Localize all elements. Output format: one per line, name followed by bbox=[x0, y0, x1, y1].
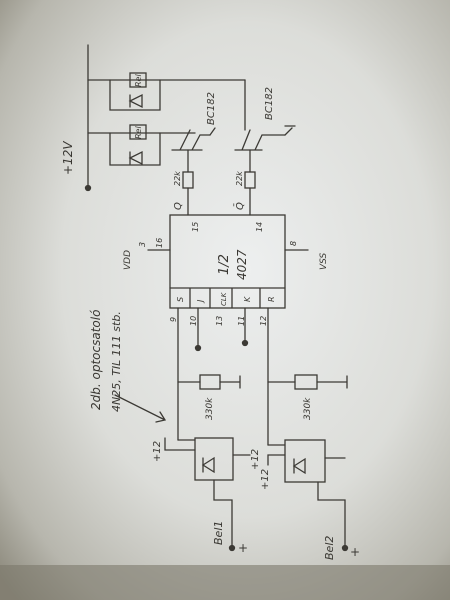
transistor1-label: BC182 bbox=[206, 92, 217, 125]
transistor2-body bbox=[234, 129, 286, 151]
pin-clk-label: CLK bbox=[220, 291, 228, 306]
transistor2-emitter-ground bbox=[284, 125, 296, 136]
optocoupler2-led bbox=[292, 457, 306, 475]
bel1-label: Bel1 bbox=[212, 521, 225, 545]
relay2-diode bbox=[128, 150, 143, 166]
pulldown1-ground bbox=[219, 375, 241, 389]
optocoupler2-body bbox=[284, 439, 326, 483]
pin-16-label: 16 bbox=[155, 238, 164, 248]
pin-12-label: 12 bbox=[259, 316, 268, 326]
ic-pin-divider bbox=[169, 287, 286, 309]
optocoupler2-wires bbox=[267, 444, 346, 546]
plus-label-b: + bbox=[350, 545, 360, 559]
pin-8-label: 8 bbox=[289, 241, 298, 246]
paper-shadow-bottom bbox=[0, 565, 450, 600]
relay1-label: Rel bbox=[134, 74, 143, 87]
pulldown2-label: 330k bbox=[303, 397, 313, 420]
pin-11-label: 11 bbox=[237, 316, 246, 326]
note-arrow bbox=[114, 394, 167, 423]
pulldown1-label: 330k bbox=[205, 397, 215, 420]
base-resistor2-label: 22k bbox=[235, 171, 244, 186]
supply-rail-terminal bbox=[84, 184, 92, 192]
bel1-terminal bbox=[228, 544, 236, 552]
vdd-label: VDD bbox=[123, 250, 133, 270]
pin-10-label: 10 bbox=[189, 316, 198, 326]
optocoupler1-wires bbox=[177, 439, 251, 546]
transistor1-body bbox=[171, 129, 211, 151]
relay2-label: Rel bbox=[134, 126, 143, 139]
ic-half-label: 1/2 bbox=[217, 254, 232, 275]
note-line1: 2db. optocsatoló bbox=[89, 310, 103, 410]
pin-13-label: 13 bbox=[215, 316, 224, 326]
transistor1-emitter bbox=[209, 127, 216, 136]
j-ground-dot bbox=[194, 344, 202, 352]
pin-9-label: 9 bbox=[169, 317, 178, 322]
optocoupler1-supply bbox=[164, 437, 196, 451]
plus12-label-a: +12 bbox=[152, 441, 163, 462]
optocoupler2-supply bbox=[267, 454, 286, 466]
bel2-terminal bbox=[341, 544, 349, 552]
relay1-diode bbox=[128, 93, 143, 109]
bel2-label: Bel2 bbox=[323, 536, 336, 560]
pin-j-label: J bbox=[196, 299, 205, 304]
k-ground-dot bbox=[241, 339, 249, 347]
relay2-coil bbox=[129, 124, 147, 140]
plus12-label-c: +12 bbox=[260, 469, 271, 490]
pin-15-label: 15 bbox=[191, 222, 200, 232]
relay2-bridge bbox=[109, 132, 161, 166]
ic-part-label: 4027 bbox=[235, 249, 249, 280]
supply-rail-label: +12V bbox=[61, 141, 75, 175]
pin-14-label: 14 bbox=[255, 222, 264, 232]
pin-q-label: Q bbox=[173, 202, 184, 210]
relay1-coil bbox=[129, 72, 147, 88]
pin-s-label: S bbox=[176, 297, 185, 302]
optocoupler1-led bbox=[201, 456, 215, 474]
pin-r-label: R bbox=[267, 296, 276, 302]
plus12-label-b: +12 bbox=[250, 449, 261, 470]
relay1-bridge bbox=[109, 79, 161, 111]
transistor2-label: BC182 bbox=[264, 87, 275, 120]
pin-qbar-label: Q̄ bbox=[233, 202, 246, 210]
pin-k-label: K bbox=[243, 296, 252, 302]
plus-label-a: + bbox=[238, 541, 248, 555]
vdd-number-label: 3 bbox=[138, 242, 147, 247]
note-line2: 4N25, TIL 111 stb. bbox=[110, 311, 123, 412]
vss-label: VSS bbox=[319, 252, 329, 270]
base-resistor1-label: 22k bbox=[173, 171, 182, 186]
pulldown2-ground bbox=[316, 375, 348, 389]
ic-4027-body bbox=[169, 214, 286, 309]
